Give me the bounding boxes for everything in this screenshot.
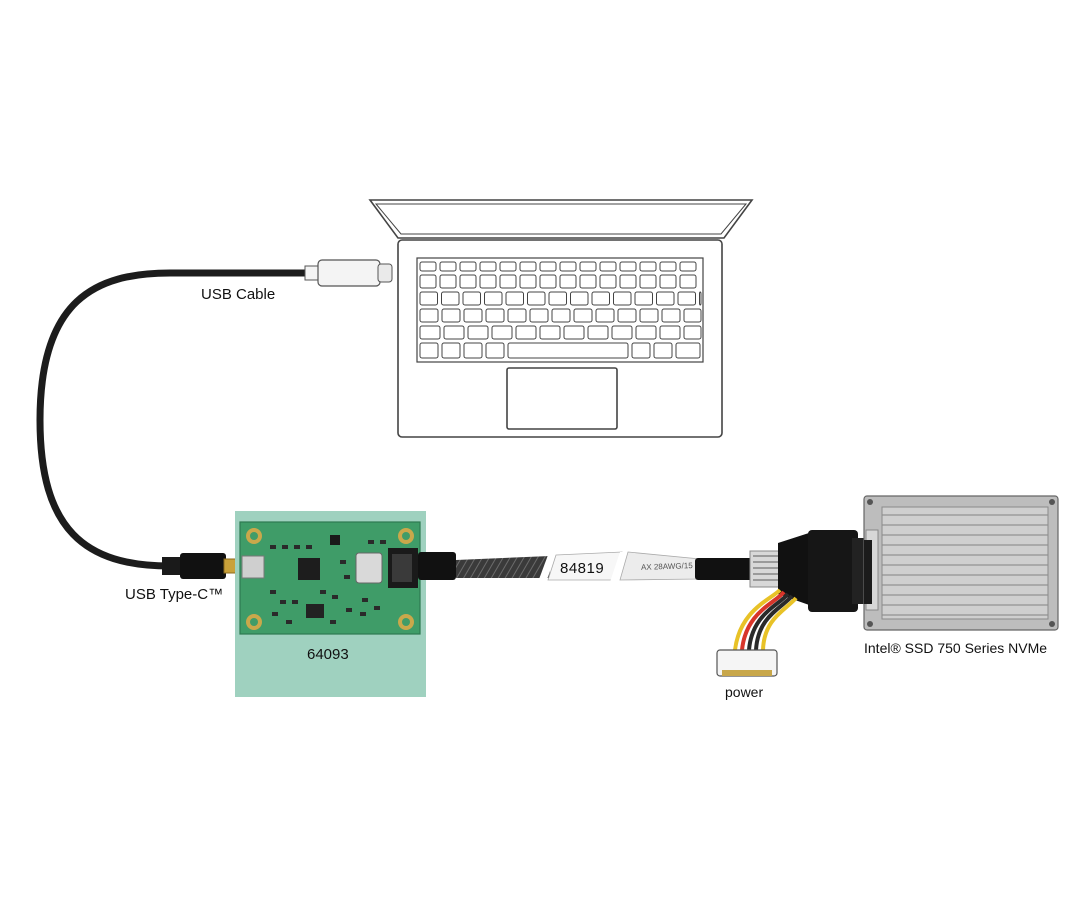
usb-cable-label: USB Cable bbox=[201, 286, 276, 303]
sff-cable bbox=[418, 530, 864, 612]
pcb-board-icon bbox=[235, 511, 426, 697]
usb-c-connector-icon bbox=[162, 553, 241, 579]
ssd-name-label: Intel® SSD 750 Series NVMe bbox=[864, 640, 1048, 656]
usb-cable bbox=[36, 259, 393, 570]
ssd-drive-icon bbox=[863, 495, 1059, 631]
adapter-model-label: 64093 bbox=[307, 646, 349, 663]
cable-model-label: 84819 bbox=[560, 560, 605, 577]
sata-power-connector-icon bbox=[716, 649, 778, 677]
laptop-icon bbox=[368, 199, 754, 438]
usb-type-c-label: USB Type-C™ bbox=[125, 586, 224, 603]
power-label: power bbox=[725, 684, 764, 700]
cable-print-label: AX 28AWG/15 bbox=[640, 561, 693, 572]
power-wires bbox=[733, 588, 798, 651]
